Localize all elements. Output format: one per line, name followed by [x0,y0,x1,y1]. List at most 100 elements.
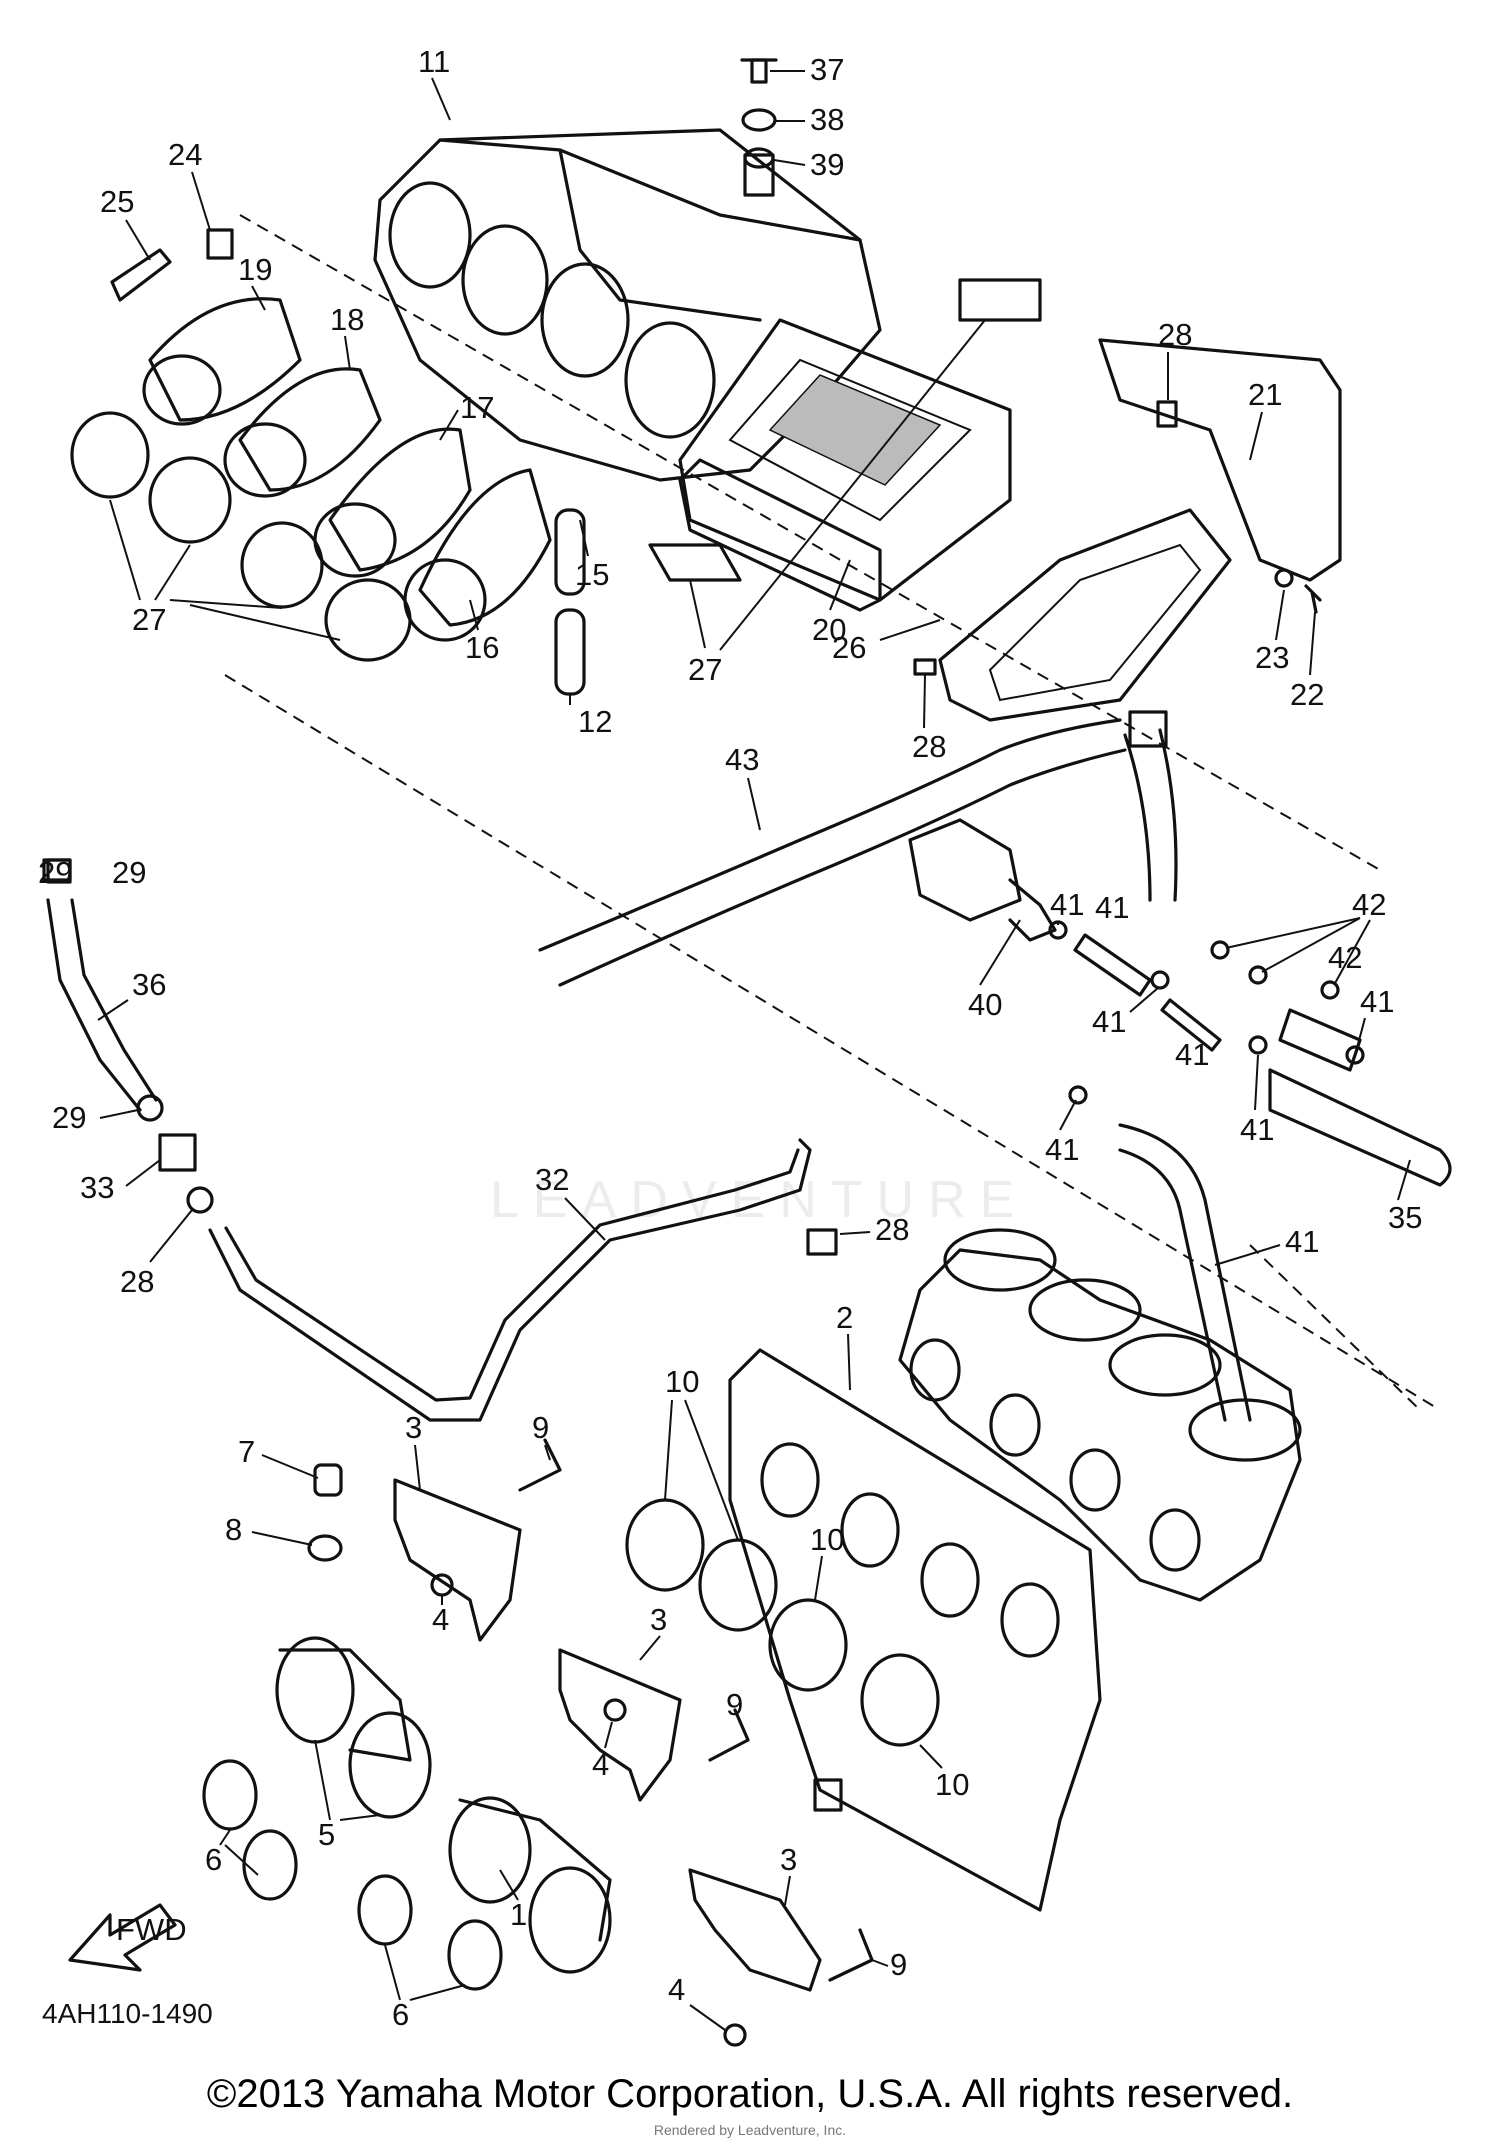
callout-3-top: 3 [405,1410,422,1445]
callouts: 11 37 38 39 24 25 19 18 17 16 27 15 12 2… [38,44,1422,2032]
callout-29-top-b: 29 [112,855,146,890]
callout-3-mid: 3 [650,1602,667,1637]
callout-4-bottom: 4 [668,1972,685,2007]
clip-41d [1345,1045,1365,1065]
callout-6-bottom: 6 [392,1997,409,2032]
joint-42 [1278,1008,1362,1072]
callout-9-mid: 9 [726,1687,743,1722]
callout-6-left: 6 [205,1842,222,1877]
callout-36: 40 [968,987,1002,1022]
callout-40: 41 [1285,1224,1319,1259]
hose-44 [538,710,1178,987]
callout-27-top: 28 [1158,317,1192,352]
clip-43b [1248,965,1268,985]
cap-8 [307,1534,343,1562]
clip-29-top [46,858,72,884]
clip-41c [1248,1035,1268,1055]
callout-16: 18 [330,302,364,337]
callout-41c: 41 [1045,1132,1079,1167]
hose-30 [208,1138,838,1422]
callout-3-bottom: 3 [780,1842,797,1877]
callout-11: 11 [418,44,450,79]
hose-39 [1268,1068,1452,1187]
o-ring-6a [202,1759,258,1831]
watermark: LEADVENTURE [490,1171,1029,1229]
copyright-notice: ©2013 Yamaha Motor Corporation, U.S.A. A… [206,2072,1294,2116]
callout-1: 1 [510,1897,527,1932]
callout-33: 37 [810,52,844,87]
callout-28-right: 28 [875,1212,909,1247]
diagram-code: 4AH110-1490 [42,1998,213,2029]
callout-20: 22 [1290,677,1324,712]
callout-10-top: 10 [665,1364,699,1399]
clip-43a [1210,940,1230,960]
heat-insulator-plate [728,1348,1102,1912]
callout-38: 41 [1175,1037,1209,1072]
callout-39: 35 [1388,1200,1422,1235]
rendered-by: Rendered by Leadventure, Inc. [653,2122,847,2138]
screw-9b [708,1708,750,1762]
collar-21 [1274,568,1294,588]
callout-10-bottom: 10 [935,1767,969,1802]
callout-28-left: 28 [120,1264,154,1299]
clip-41b [1150,970,1170,990]
callout-23: 25 [100,184,134,219]
joint-26a [958,278,1042,322]
cap-7 [313,1463,343,1497]
clip-29 [136,1094,164,1122]
callout-27-bottom: 28 [912,729,946,764]
drain-plug-12b [554,608,586,696]
screw-stack [740,58,778,169]
damper-27b [913,658,937,676]
screw-4b [603,1698,627,1722]
joint-31 [158,1133,197,1172]
screw-9a [518,1438,562,1492]
bolt-22 [206,228,234,260]
o-ring-6b [242,1829,298,1901]
screw-4c [723,2023,747,2047]
joint-26b [648,543,742,582]
callout-10-mid: 10 [810,1522,844,1557]
callout-5: 5 [318,1817,335,1852]
callout-26: 27 [688,652,722,687]
damper-27a [1156,400,1178,428]
air-filter-element [678,458,882,612]
carburetor-joints [142,297,552,642]
clamps-10 [625,1498,940,1747]
drain-plug-12a [554,508,586,596]
air-duct [938,338,1342,722]
callout-7: 7 [238,1434,255,1469]
callout-41e: 41 [1360,984,1394,1019]
clip-41e [1068,1085,1088,1105]
callout-32: 36 [132,967,166,1002]
fwd-label: FWD [116,1912,187,1947]
clip-28-left [186,1186,214,1214]
screw-4a [430,1573,454,1597]
callout-4-top: 4 [432,1602,449,1637]
hose-37 [1073,933,1152,997]
callout-8: 8 [225,1512,242,1547]
callout-24: 26 [832,630,866,665]
o-ring-6d [447,1919,503,1991]
callout-30: 32 [535,1162,569,1197]
carburetor-assembly [898,1228,1302,1602]
air-filter-case [373,128,1012,602]
callout-37: 41 [1095,890,1129,925]
callout-41b: 41 [1092,1004,1126,1039]
joint-38 [1160,998,1222,1052]
callout-41d: 41 [1240,1112,1274,1147]
callout-2: 2 [836,1300,853,1335]
callout-4-mid: 4 [592,1747,609,1782]
callout-14: 16 [465,630,499,665]
callout-13: 15 [575,557,609,592]
hose-23 [110,248,172,302]
callout-25: 27 [132,602,166,637]
bracket-3a [393,1478,522,1642]
callout-31: 33 [80,1170,114,1205]
bolt-20 [1304,584,1322,614]
callout-29-top: 29 [38,855,72,890]
bracket-3b [558,1648,682,1802]
callout-22: 24 [168,137,202,172]
o-ring-6c [357,1874,413,1946]
